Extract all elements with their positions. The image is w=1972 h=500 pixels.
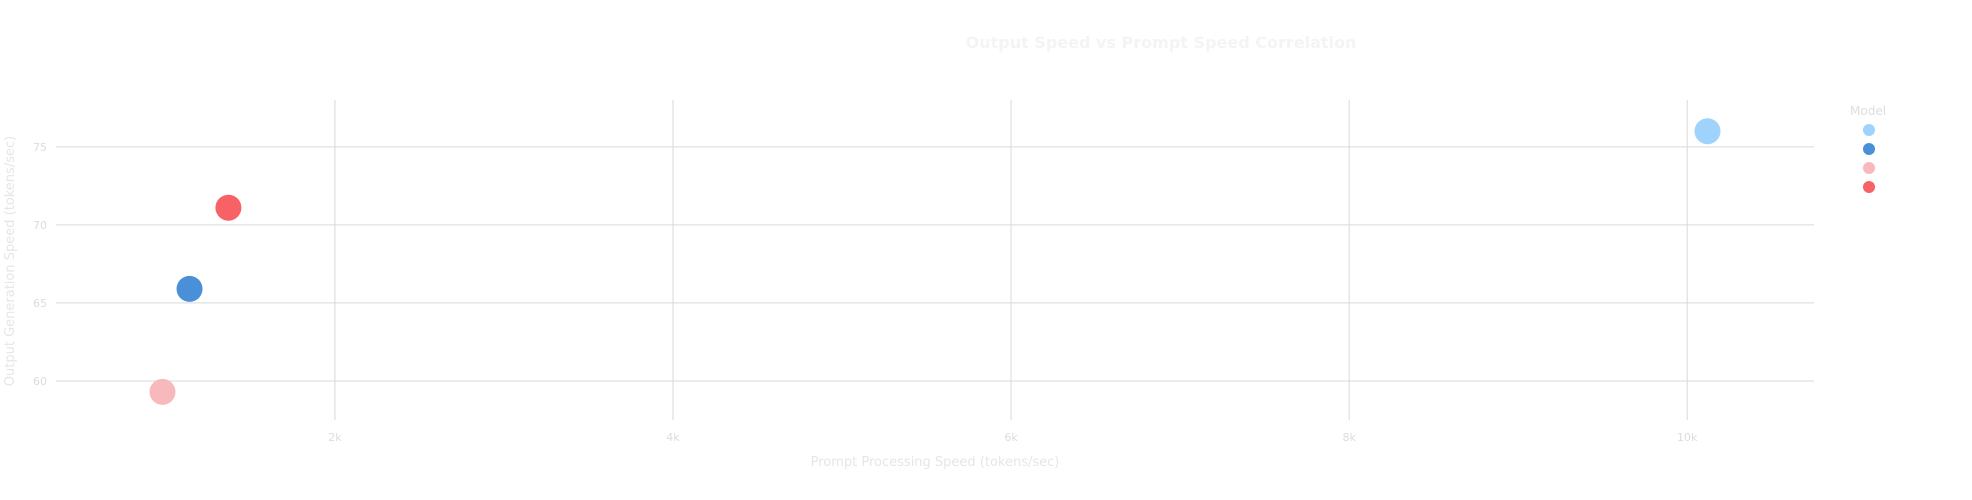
legend-marker[interactable] [1863,162,1875,174]
legend-marker[interactable] [1863,124,1875,136]
x-tick-label: 8k [1342,431,1356,444]
y-tick-label: 60 [33,375,47,388]
chart-title: Output Speed vs Prompt Speed Correlation [966,33,1357,52]
y-tick-label: 70 [33,219,47,232]
x-tick-label: 2k [328,431,342,444]
legend-marker[interactable] [1863,143,1875,155]
y-tick-label: 75 [33,141,47,154]
x-axis-title: Prompt Processing Speed (tokens/sec) [811,455,1060,470]
data-point[interactable] [176,275,203,302]
data-point[interactable] [215,194,242,221]
grid-layer [56,100,1814,420]
legend: Model [1850,104,1886,193]
points-layer [149,118,1721,405]
legend-items [1863,124,1875,193]
x-tick-label: 6k [1004,431,1018,444]
y-axis-title: Output Generation Speed (tokens/sec) [3,136,18,386]
y-tick-label: 65 [33,297,47,310]
x-tick-label: 10k [1677,431,1698,444]
x-tick-label: 4k [666,431,680,444]
legend-marker[interactable] [1863,181,1875,193]
tick-layer: 2k 4k 6k 8k 10k 60 65 70 75 [33,141,1698,444]
legend-title: Model [1850,104,1886,118]
data-point[interactable] [149,378,176,405]
data-point[interactable] [1694,118,1721,145]
